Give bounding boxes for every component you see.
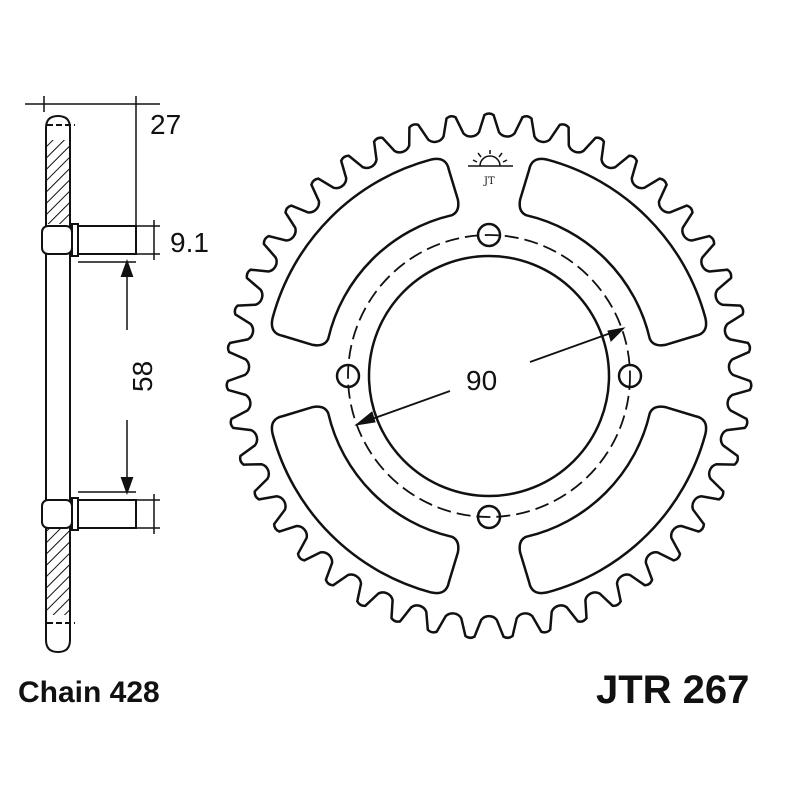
lightening-window (270, 157, 460, 347)
rising-sun-logo-icon: JT (468, 150, 513, 187)
hatched-section (47, 525, 69, 615)
bolt-circle (347, 234, 631, 518)
center-bore (367, 254, 611, 498)
sprocket-front-view (225, 112, 753, 640)
lightening-window (518, 405, 708, 595)
bolt-shank (77, 225, 137, 255)
diameter-line (529, 328, 623, 363)
bolt-head (41, 225, 73, 255)
bolt-hole (335, 363, 361, 389)
dim-9-1: 9.1 (170, 227, 209, 258)
side-view (25, 96, 160, 654)
bolt-hole (476, 222, 502, 248)
lightening-window (518, 157, 708, 347)
dim-58: 58 (127, 361, 158, 392)
dim-90: 90 (466, 365, 497, 396)
part-number: JTR 267 (596, 668, 750, 712)
hatched-section (47, 140, 69, 224)
svg-text:JT: JT (483, 176, 495, 187)
bolt-hole (476, 504, 502, 530)
chain-label: Chain 428 (18, 676, 160, 709)
bolt-hole (617, 363, 643, 389)
dim-27: 27 (150, 109, 181, 140)
bolt-shank (77, 499, 137, 529)
sprocket-teeth-outline (225, 112, 753, 640)
lightening-window (270, 405, 460, 595)
bolt-head (41, 499, 73, 529)
